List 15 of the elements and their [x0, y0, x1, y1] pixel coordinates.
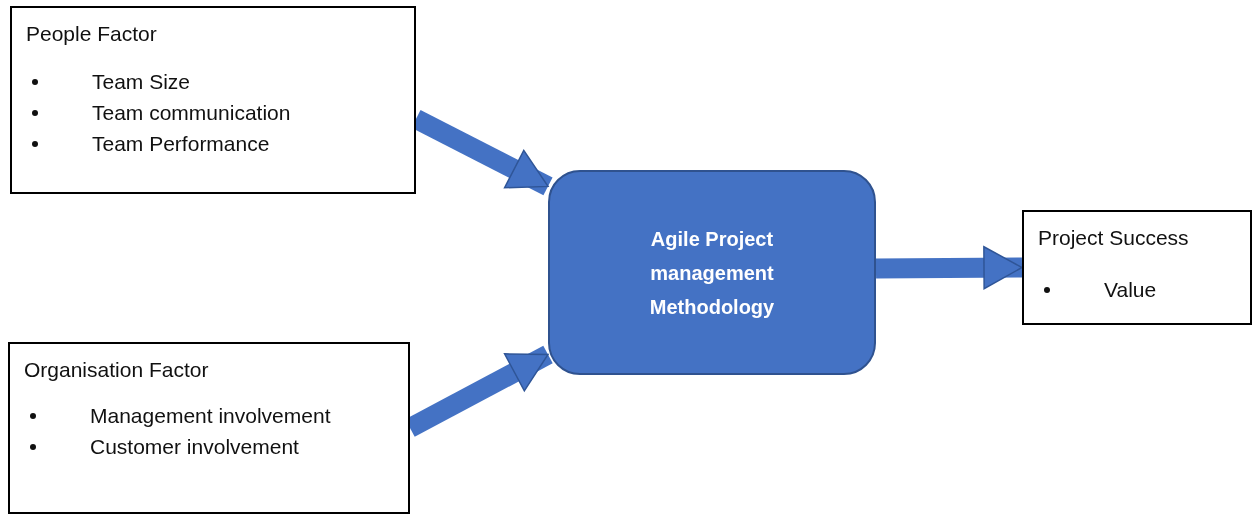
box-heading: People Factor: [26, 22, 157, 46]
bullet-item: Team Size: [12, 66, 291, 97]
bullet-item: Value: [1024, 274, 1157, 305]
bullet-item: Customer involvement: [10, 431, 331, 462]
box-heading: Project Success: [1038, 226, 1189, 250]
factor-box: [8, 342, 410, 514]
box-heading: Organisation Factor: [24, 358, 209, 382]
bullet-item: Team Performance: [12, 128, 291, 159]
process-label: Agile Project management Methodology: [648, 226, 776, 320]
factor-box: [10, 6, 416, 194]
bullet-item: Team communication: [12, 97, 291, 128]
bullet-item: Management involvement: [10, 400, 331, 431]
factor-box: [1022, 210, 1252, 325]
process-box: [548, 170, 876, 375]
block-arrow: [875, 246, 1023, 290]
